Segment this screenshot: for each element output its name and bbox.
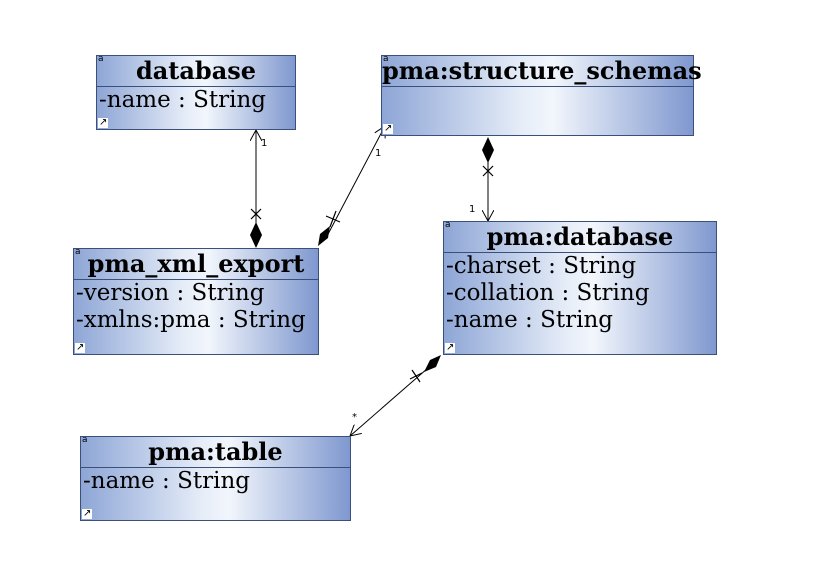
- class-marker-icon: a: [75, 247, 81, 257]
- class-pma-table[interactable]: a pma:table -name : String ↗: [80, 435, 351, 521]
- composition-diamond: [318, 226, 330, 246]
- link-icon: ↗: [82, 508, 93, 519]
- attribute: -name : String: [99, 87, 266, 113]
- class-xml-export[interactable]: a pma_xml_export -version : String -xmln…: [73, 247, 319, 355]
- multiplicity-pma-table: *: [352, 412, 357, 423]
- multiplicity-pma-database: 1: [469, 204, 475, 215]
- link-icon: ↗: [383, 123, 394, 134]
- class-marker-icon: a: [445, 220, 451, 230]
- edge-pmadatabase-table: *: [350, 355, 441, 436]
- composition-diamond: [250, 222, 262, 248]
- class-marker-icon: a: [383, 54, 389, 64]
- edge-schemas-pmadatabase: 1: [469, 137, 494, 221]
- attribute: -xmlns:pma : String: [76, 307, 306, 333]
- class-database[interactable]: a database -name : String ↗: [96, 54, 296, 130]
- class-marker-icon: a: [82, 435, 88, 445]
- link-icon: ↗: [445, 342, 456, 353]
- edge-export-database: 1: [250, 130, 267, 248]
- attribute: -version : String: [76, 280, 265, 306]
- link-icon: ↗: [75, 342, 86, 353]
- multiplicity-structure-schemas: 1: [375, 148, 381, 159]
- composition-diamond: [482, 137, 494, 163]
- class-structure-schemas[interactable]: a pma:structure_schemas ↗: [381, 54, 702, 136]
- class-pma-database[interactable]: a pma:database -charset : String -collat…: [443, 220, 717, 355]
- multiplicity-database: 1: [261, 138, 267, 149]
- class-title: database: [97, 56, 295, 87]
- attribute: -name : String: [446, 307, 613, 333]
- class-title: pma:structure_schemas: [382, 56, 702, 87]
- attribute: -name : String: [83, 468, 250, 494]
- attribute: -charset : String: [446, 253, 637, 279]
- class-title: pma:database: [444, 222, 716, 253]
- edge-export-structure-schemas: 1: [318, 126, 385, 246]
- link-icon: ↗: [98, 117, 109, 128]
- class-marker-icon: a: [98, 54, 104, 64]
- attribute: -collation : String: [446, 280, 650, 306]
- class-title: pma:table: [81, 437, 350, 468]
- class-title: pma_xml_export: [74, 249, 318, 280]
- composition-diamond: [424, 355, 441, 372]
